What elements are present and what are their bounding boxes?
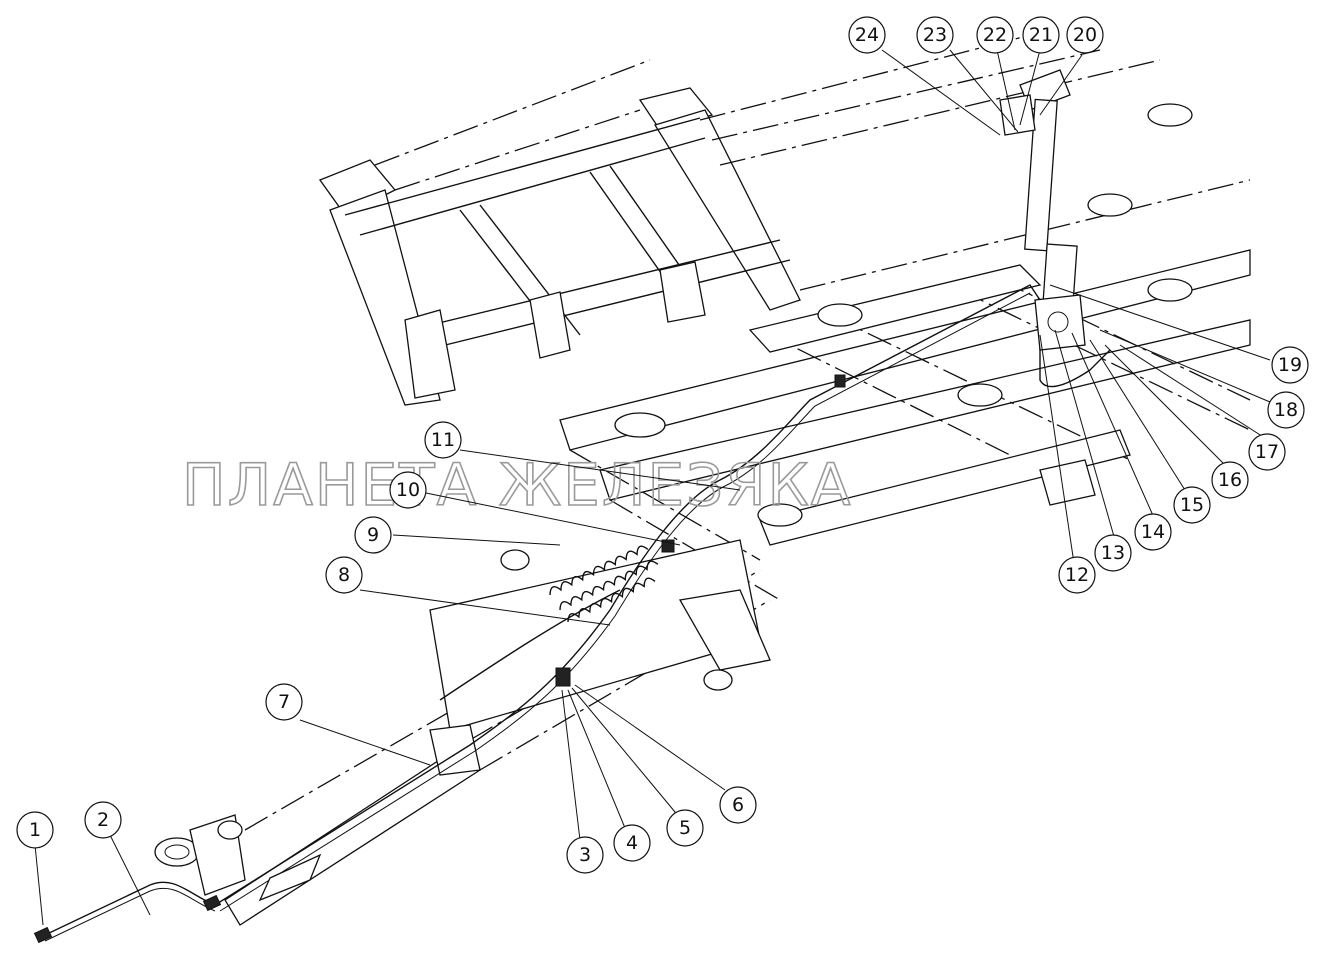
svg-text:22: 22	[983, 24, 1007, 46]
svg-text:9: 9	[367, 524, 379, 546]
callout-4: 4	[613, 824, 651, 862]
hydraulic-line	[33, 284, 1111, 944]
callout-24: 24	[848, 16, 886, 54]
watermark-text: ПЛАНЕТА ЖЕЛЕЗЯКА	[182, 451, 852, 519]
svg-text:2: 2	[97, 809, 109, 831]
callout-20: 20	[1066, 16, 1104, 54]
svg-text:23: 23	[923, 24, 947, 46]
callout-11: 11	[424, 421, 462, 459]
svg-text:8: 8	[338, 564, 350, 586]
callout-19: 19	[1271, 346, 1309, 384]
svg-text:10: 10	[396, 479, 420, 501]
callout-12: 12	[1058, 556, 1096, 594]
callout-2: 2	[84, 801, 122, 839]
hitch-coupling	[154, 814, 322, 902]
svg-text:7: 7	[278, 691, 290, 713]
svg-text:17: 17	[1255, 441, 1279, 463]
callout-10: 10	[389, 471, 427, 509]
svg-text:13: 13	[1101, 542, 1125, 564]
raised-body-frame	[318, 29, 1251, 406]
tension-springs	[549, 545, 659, 623]
callout-13: 13	[1094, 534, 1132, 572]
callout-21: 21	[1022, 16, 1060, 54]
svg-text:11: 11	[431, 429, 455, 451]
svg-text:24: 24	[855, 24, 879, 46]
callout-3: 3	[566, 836, 604, 874]
callout-18: 18	[1267, 391, 1305, 429]
svg-text:21: 21	[1029, 24, 1053, 46]
callout-16: 16	[1211, 461, 1249, 499]
callout-9: 9	[354, 516, 392, 554]
svg-text:5: 5	[679, 817, 691, 839]
svg-text:12: 12	[1065, 564, 1089, 586]
svg-text:18: 18	[1274, 399, 1298, 421]
hydraulic-cylinder	[999, 69, 1096, 506]
svg-text:6: 6	[732, 794, 744, 816]
svg-text:20: 20	[1073, 24, 1097, 46]
drawbar	[429, 539, 771, 776]
leader-lines	[34, 49, 1271, 926]
svg-text:3: 3	[579, 844, 591, 866]
callout-8: 8	[325, 556, 363, 594]
svg-text:15: 15	[1180, 494, 1204, 516]
callout-6: 6	[719, 786, 757, 824]
callout-22: 22	[976, 16, 1014, 54]
callout-5: 5	[666, 809, 704, 847]
callout-23: 23	[916, 16, 954, 54]
callout-7: 7	[265, 683, 303, 721]
svg-text:19: 19	[1278, 354, 1302, 376]
svg-text:1: 1	[29, 819, 41, 841]
svg-text:4: 4	[626, 832, 638, 854]
callout-1: 1	[16, 811, 54, 849]
callout-14: 14	[1134, 513, 1172, 551]
callout-15: 15	[1173, 486, 1211, 524]
callout-17: 17	[1248, 433, 1286, 471]
svg-text:14: 14	[1141, 521, 1165, 543]
svg-text:16: 16	[1218, 469, 1242, 491]
